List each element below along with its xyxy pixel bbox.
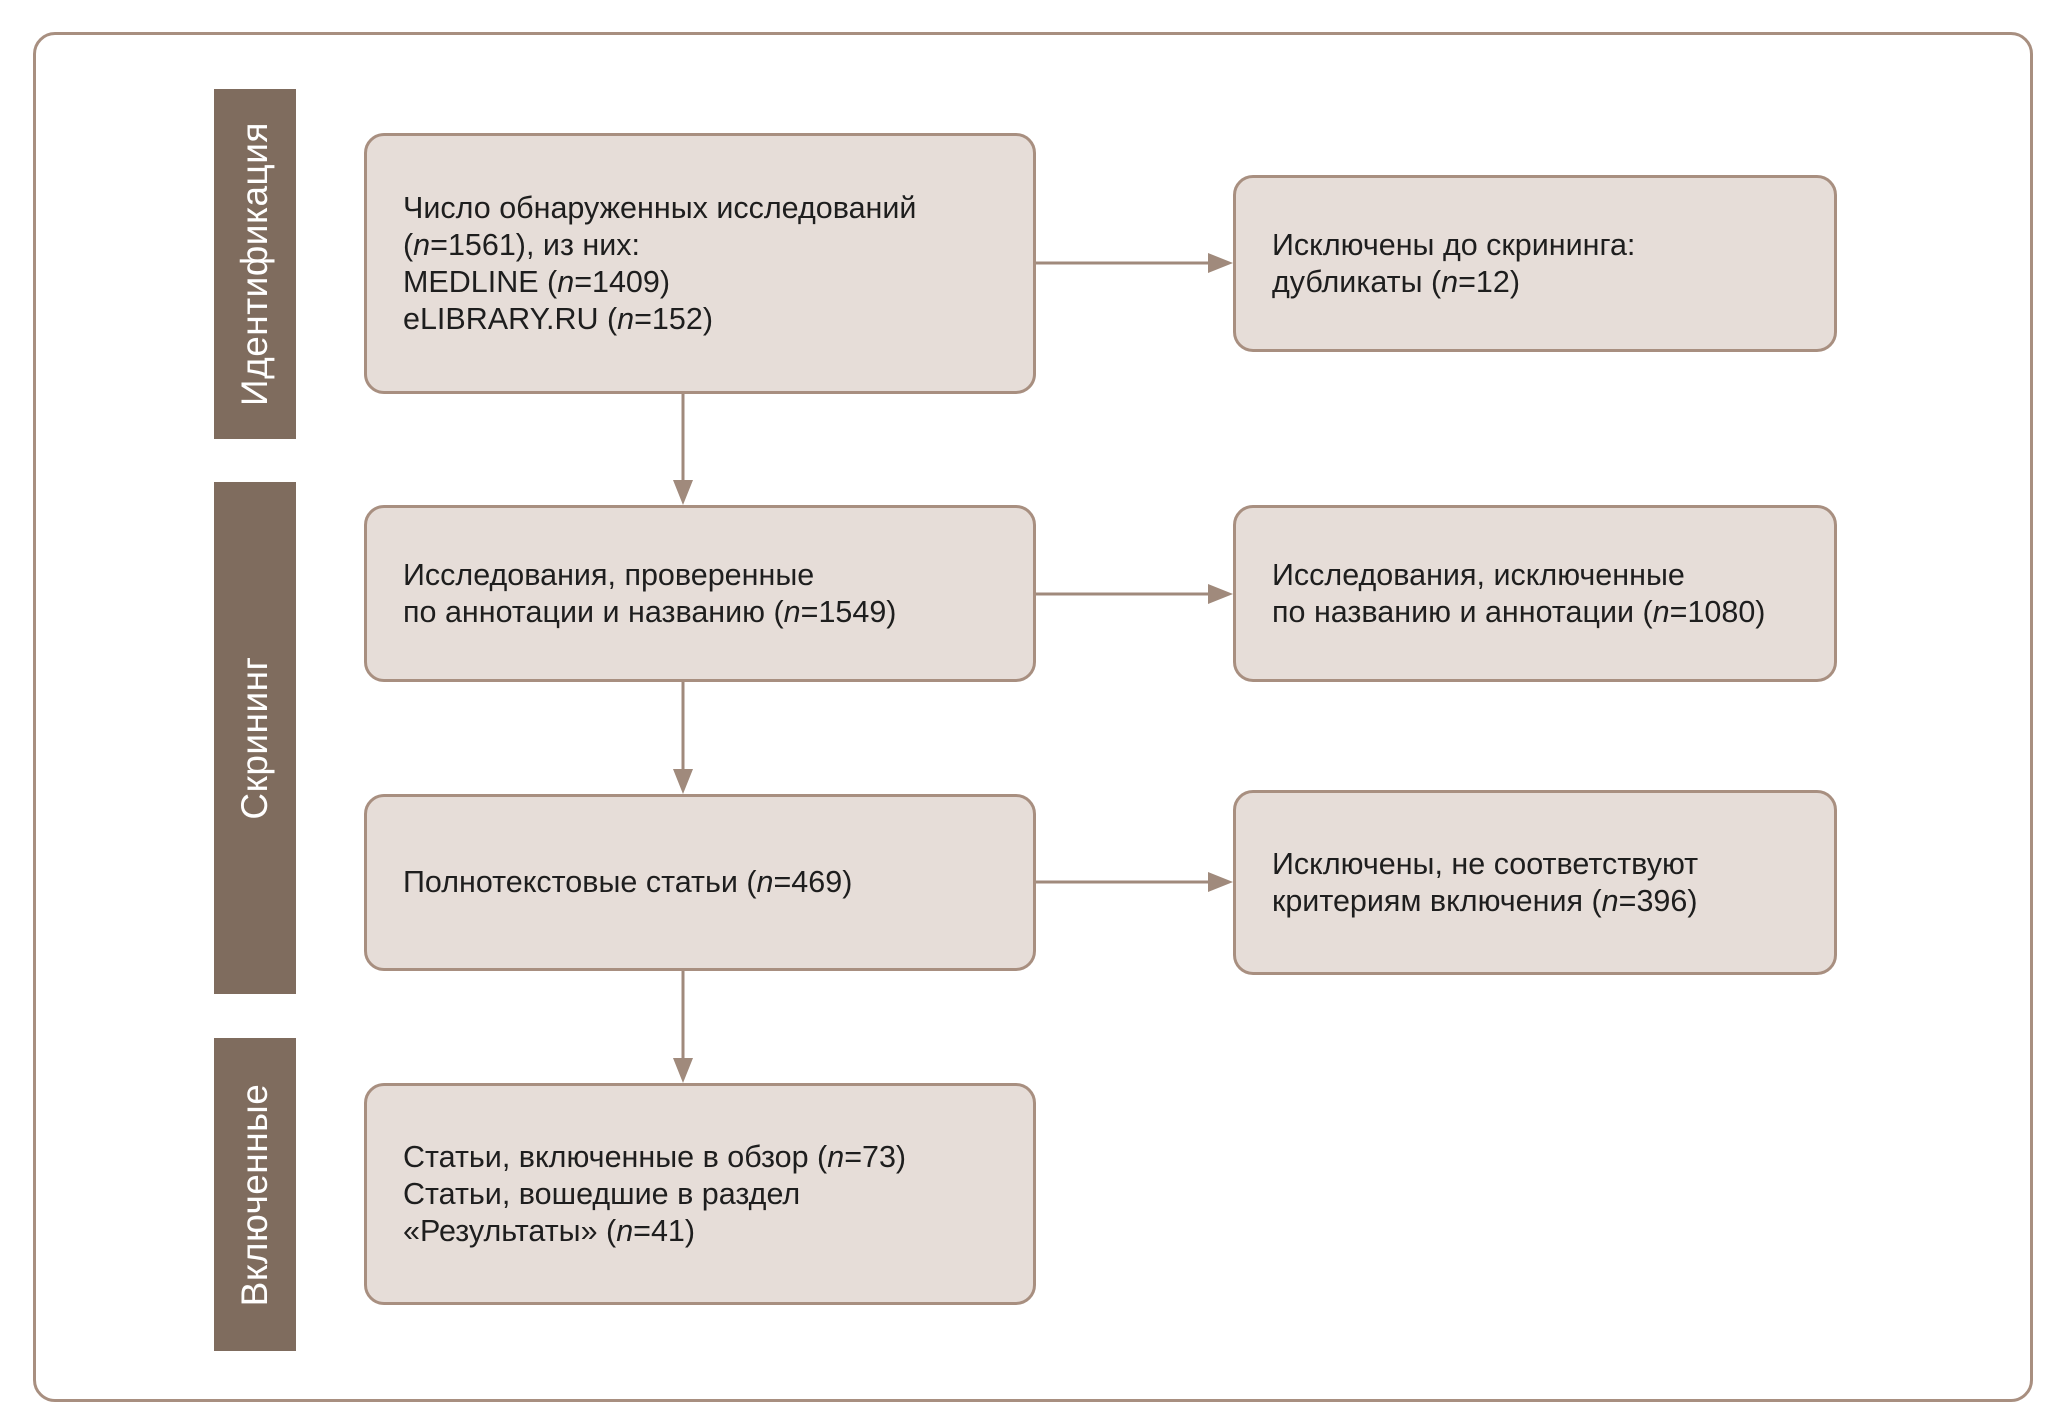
italic-n-symbol: n [1601,883,1619,918]
stage-label-included: Включенные [214,1038,296,1351]
italic-n-symbol: n [1441,264,1459,299]
italic-n-symbol: n [783,594,801,629]
italic-n-symbol: n [616,1213,634,1248]
text-segment: дубликаты ( [1272,264,1442,299]
arrow-identified-to-screened [673,394,693,505]
text-segment: =41) [633,1213,696,1248]
italic-n-symbol: n [413,227,431,262]
text-segment: =152) [634,301,713,336]
fulltext-articles-box: Полнотекстовые статьи (n=469) [364,794,1036,971]
stage-label-screening: Скрининг [214,482,296,994]
box-text-line: критериям включения (n=396) [1272,883,1814,920]
text-segment: Исключены до скрининга: [1272,227,1636,262]
box-text-line: Полнотекстовые статьи (n=469) [403,864,1013,901]
italic-n-symbol: n [756,865,774,899]
text-segment: =12) [1458,264,1521,299]
box-text-line: Число обнаруженных исследований [403,190,1013,227]
box-text-line: дубликаты (n=12) [1272,264,1814,301]
text-segment: =1549) [800,594,897,629]
box-text-line: Исследования, исключенные [1272,557,1814,594]
text-segment: =1409) [574,264,671,299]
box-text-line: Статьи, вошедшие в раздел [403,1176,1013,1213]
stage-label-identification: Идентификация [214,89,296,439]
text-segment: Число обнаруженных исследований [403,190,917,225]
box-text-line: Статьи, включенные в обзор (n=73) [403,1139,1013,1176]
identified-studies-box: Число обнаруженных исследований(n=1561),… [364,133,1036,394]
text-segment: Исследования, исключенные [1272,557,1685,592]
text-segment: eLIBRARY.RU ( [403,301,618,336]
box-text-line: Исключены до скрининга: [1272,227,1814,264]
text-segment: =469) [773,865,853,899]
arrow-identified-to-excluded [1036,253,1233,273]
text-segment: по аннотации и названию ( [403,594,784,629]
italic-n-symbol: n [1652,594,1670,629]
text-segment: =1080) [1669,594,1766,629]
text-segment: Исследования, проверенные [403,557,815,592]
box-text-line: по аннотации и названию (n=1549) [403,594,1013,631]
box-text-line: Исследования, проверенные [403,557,1013,594]
diagram-frame [33,32,2033,1402]
text-segment: MEDLINE ( [403,264,558,299]
text-segment: Полнотекстовые статьи ( [403,865,757,899]
box-text-line: Исключены, не соответствуют [1272,846,1814,883]
arrow-screened-to-excluded [1036,584,1233,604]
italic-n-symbol: n [617,301,635,336]
text-segment: Исключены, не соответствуют [1272,846,1699,881]
excluded-duplicates-box: Исключены до скрининга:дубликаты (n=12) [1233,175,1837,352]
italic-n-symbol: n [827,1139,845,1174]
text-segment: =1561), из них: [430,227,641,262]
arrow-fulltext-to-excluded [1036,872,1233,892]
arrow-screened-to-fulltext [673,682,693,794]
box-text-line: по названию и аннотации (n=1080) [1272,594,1814,631]
included-articles-box: Статьи, включенные в обзор (n=73)Статьи,… [364,1083,1036,1305]
text-segment: по названию и аннотации ( [1272,594,1653,629]
text-segment: Статьи, вошедшие в раздел [403,1176,801,1211]
text-segment: ( [403,227,414,262]
text-segment: Статьи, включенные в обзор ( [403,1139,828,1174]
text-segment: =73) [844,1139,907,1174]
box-text-line: MEDLINE (n=1409) [403,264,1013,301]
box-text-line: eLIBRARY.RU (n=152) [403,301,1013,338]
text-segment: =396) [1618,883,1698,918]
arrow-fulltext-to-included [673,971,693,1083]
box-text-line: (n=1561), из них: [403,227,1013,264]
italic-n-symbol: n [557,264,575,299]
text-segment: «Результаты» ( [403,1213,617,1248]
text-segment: критериям включения ( [1272,883,1602,918]
box-text-line: «Результаты» (n=41) [403,1213,1013,1250]
